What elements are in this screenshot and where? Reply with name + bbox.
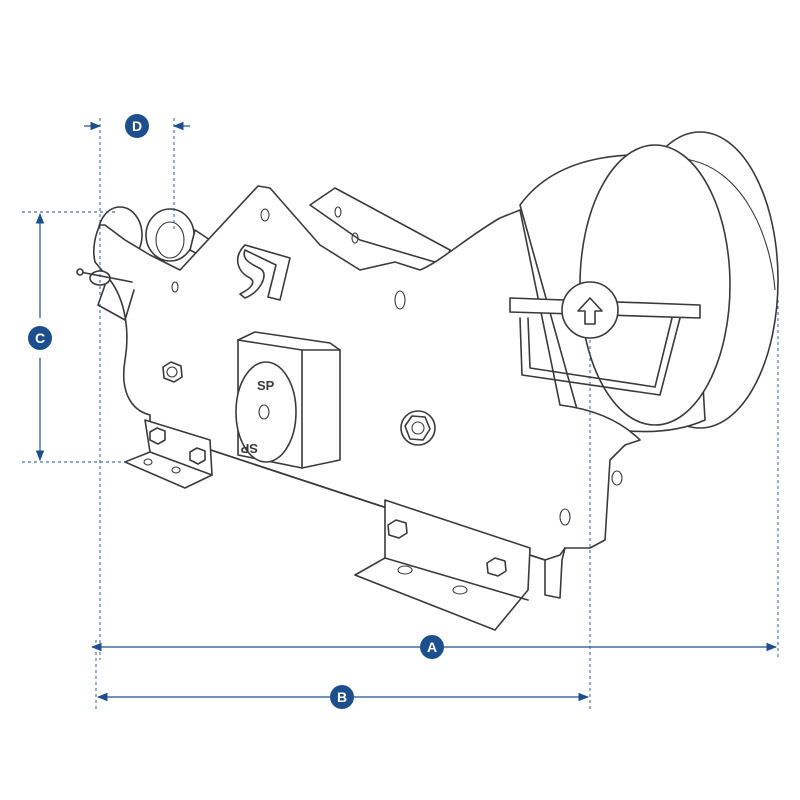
dimension-d: D xyxy=(84,114,190,138)
right-angle-bracket xyxy=(354,499,531,631)
bolt-center xyxy=(400,410,436,446)
up-arrow-icon xyxy=(577,297,603,325)
release-handle xyxy=(509,281,701,396)
extension-lines xyxy=(22,118,779,712)
logo-stamp xyxy=(236,244,291,301)
dimension-c: C xyxy=(28,212,52,462)
dimension-d-label: D xyxy=(132,118,142,134)
dimension-b-badge xyxy=(330,685,354,709)
logo-text-top: SP xyxy=(257,378,275,393)
left-angle-bracket xyxy=(124,419,213,489)
dimension-d-badge xyxy=(125,114,149,138)
center-box-unit: SP SP xyxy=(235,331,341,469)
bolt-left xyxy=(162,361,183,383)
dimension-b-label: B xyxy=(337,689,347,705)
dimension-c-badge xyxy=(28,326,52,350)
dimension-b: B xyxy=(96,685,590,709)
dimension-a-label: A xyxy=(427,639,437,655)
logo-text-bottom: SP xyxy=(240,441,258,456)
dimension-a: A xyxy=(90,635,778,659)
dimension-c-label: C xyxy=(35,330,45,346)
main-side-plate xyxy=(93,185,641,599)
dimension-a-badge xyxy=(420,635,444,659)
